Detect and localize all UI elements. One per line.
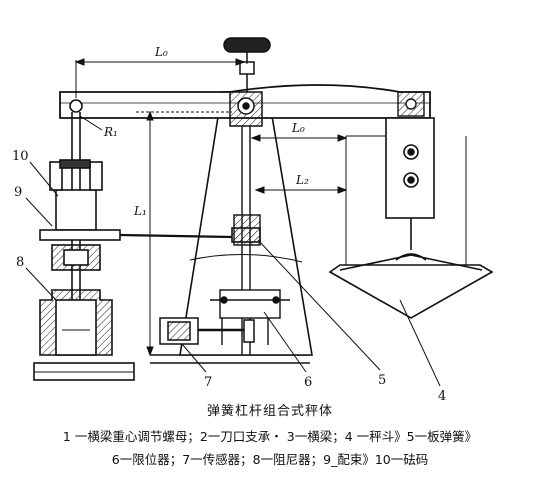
knife-edge-support [229, 91, 263, 127]
label-L0-mid: L₀ [291, 121, 305, 135]
sensor [159, 317, 255, 345]
label-L0-top: L₀ [154, 45, 168, 59]
label-n9: 9 [14, 185, 22, 200]
caption-title: 弹簧杠杆组合式秤体 [206, 404, 333, 419]
label-R: R₁ [103, 125, 118, 139]
counterweight [49, 159, 103, 231]
label-n7: 7 [204, 375, 212, 390]
cg-adjusting-nut [223, 37, 271, 92]
label-n5: 5 [378, 373, 386, 388]
damper [39, 244, 113, 356]
leader-lines [25, 161, 441, 387]
label-n10: 10 [12, 149, 29, 164]
label-n6: 6 [304, 375, 312, 390]
spring-lever-scale-diagram: L₀ L₀ L₂ L₁ R₁ 10 9 8 7 6 5 4 [12, 37, 494, 400]
label-L1: L₁ [133, 204, 147, 218]
label-n8: 8 [16, 255, 24, 270]
hopper [328, 136, 494, 319]
beam-end-bolt [397, 91, 425, 117]
leaf-spring [233, 126, 261, 355]
dimension-lines [74, 58, 348, 357]
label-n4: 4 [438, 389, 446, 400]
caption-legend-line-2: 6一限位器；7一传感器；8一阻尼器；9_配束》10一砝码 [111, 452, 429, 467]
limiter [210, 289, 290, 345]
label-L2: L₂ [295, 173, 309, 187]
hopper-hanger [346, 117, 435, 219]
base [33, 354, 310, 381]
caption-legend-line-1: 1 一横梁重心调节螺母；2一刀口支承・ 3一横梁；4 一秤斗》5一板弹簧》 [62, 429, 478, 444]
